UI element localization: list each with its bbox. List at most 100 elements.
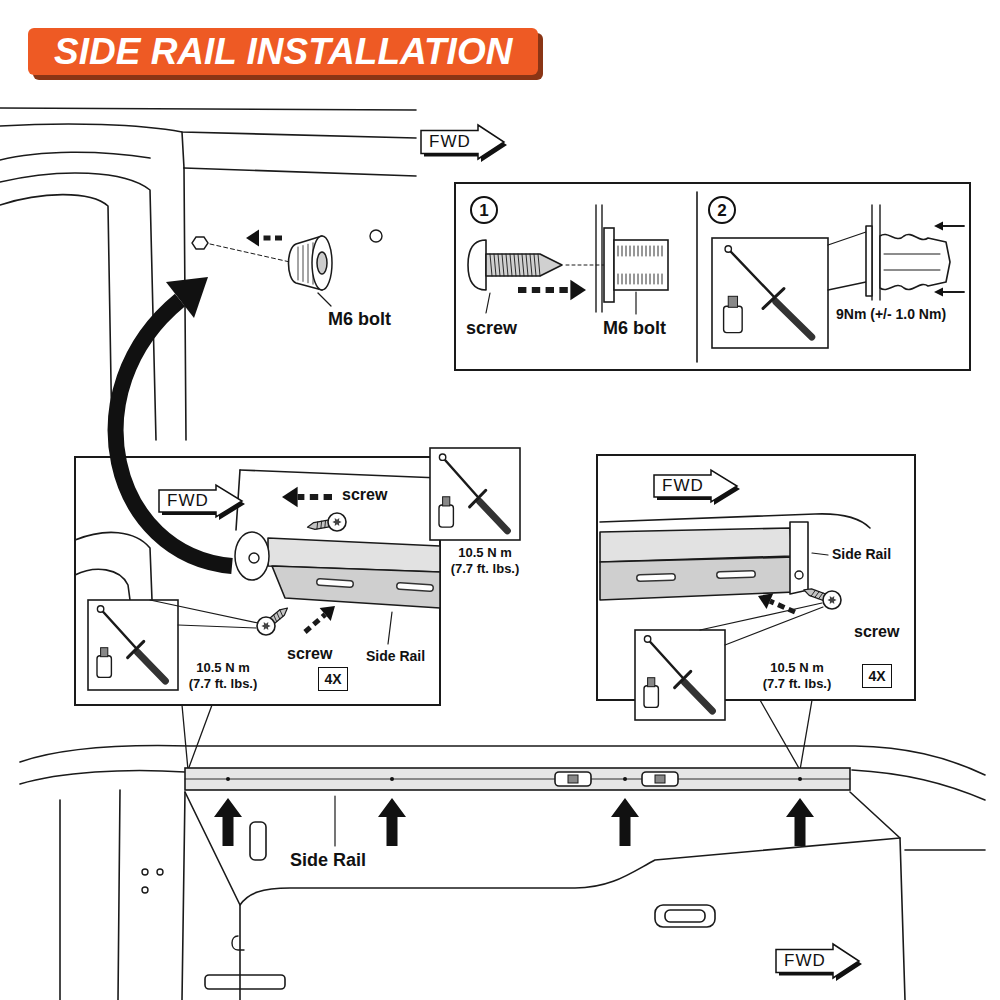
hole bbox=[142, 887, 148, 893]
torque-value: 9Nm (+/- 1.0 Nm) bbox=[836, 306, 946, 323]
part-label: Side Rail bbox=[832, 546, 891, 563]
bolt-thread bbox=[658, 274, 659, 284]
mounting-hole bbox=[192, 237, 208, 249]
torque-wrench-head bbox=[725, 246, 731, 252]
detail-frame bbox=[455, 183, 970, 370]
bolt-thread bbox=[634, 246, 635, 256]
zoom-line bbox=[150, 600, 258, 623]
rail-slot bbox=[640, 577, 672, 578]
socket-bit-tip bbox=[728, 296, 737, 307]
node-text: 1 bbox=[479, 202, 488, 219]
zoom-line bbox=[828, 282, 866, 290]
hook bbox=[232, 936, 244, 950]
line-art bbox=[0, 152, 150, 160]
screw-head bbox=[328, 513, 346, 531]
position-arrow bbox=[786, 798, 814, 846]
dashed-arrow bbox=[305, 615, 325, 632]
hole bbox=[390, 777, 394, 781]
zoom-line bbox=[828, 232, 866, 245]
screw-shank bbox=[486, 254, 562, 276]
direction-arrow: FWD bbox=[158, 484, 244, 518]
node-text: FWD bbox=[784, 943, 826, 979]
end-bracket bbox=[235, 532, 269, 580]
part-label: M6 bolt bbox=[603, 318, 666, 340]
title: SIDE RAIL INSTALLATION bbox=[54, 28, 512, 75]
step-number: 1 bbox=[470, 196, 498, 224]
screw-thread bbox=[815, 592, 819, 598]
direction-arrow: FWD bbox=[775, 943, 861, 979]
hole bbox=[623, 777, 627, 781]
rail-clip bbox=[568, 775, 578, 783]
line-art bbox=[184, 168, 416, 176]
bracket-hole bbox=[795, 571, 803, 579]
line-art bbox=[0, 108, 416, 110]
bolt-bore bbox=[884, 254, 940, 270]
bolt-thread bbox=[630, 274, 631, 284]
screw-thread bbox=[526, 254, 528, 276]
direction-arrow: FWD bbox=[420, 124, 506, 160]
part-label: screw bbox=[342, 485, 387, 504]
quantity-box: 4X bbox=[318, 667, 348, 691]
step-number: 2 bbox=[708, 196, 736, 224]
bolt-flange bbox=[866, 226, 872, 296]
crushed-well-nut bbox=[880, 234, 950, 289]
bolt-thread bbox=[650, 274, 651, 284]
line-art bbox=[240, 838, 900, 905]
node-text: 4X bbox=[868, 669, 885, 683]
torque-wrench-box bbox=[712, 238, 828, 348]
screw-thread bbox=[530, 254, 532, 276]
bolt-thread bbox=[626, 274, 627, 284]
zoom-line bbox=[700, 603, 822, 630]
side-rail-flange bbox=[272, 566, 440, 608]
direction-arrow: FWD bbox=[653, 469, 739, 503]
callout-line bbox=[800, 700, 812, 770]
rail-clip bbox=[642, 772, 678, 786]
force-arrow bbox=[943, 225, 964, 227]
screw-thread bbox=[538, 254, 540, 276]
line-art bbox=[0, 195, 112, 440]
bolt-thread bbox=[618, 246, 619, 256]
screw-thread bbox=[280, 610, 283, 617]
line-art bbox=[182, 132, 184, 168]
torque-wrench-grip bbox=[763, 289, 784, 309]
bolt-thread bbox=[662, 246, 663, 256]
force-arrow bbox=[943, 291, 964, 293]
callout-line bbox=[182, 705, 188, 770]
direction-arrow-outline bbox=[159, 485, 242, 517]
bolt-thread bbox=[662, 274, 663, 284]
torque-wrench-handle bbox=[685, 682, 713, 711]
part-label: Side Rail bbox=[290, 850, 366, 872]
part-label: Side Rail bbox=[366, 648, 425, 665]
well-nut-flange bbox=[312, 236, 332, 290]
divider bbox=[696, 192, 698, 362]
screw-head bbox=[257, 617, 275, 635]
line-art bbox=[0, 124, 416, 138]
rail-slot bbox=[320, 582, 350, 584]
screw-thread bbox=[534, 254, 536, 276]
position-arrow bbox=[214, 798, 242, 846]
rail-slot bbox=[400, 586, 430, 588]
torque-wrench-grip bbox=[128, 641, 144, 657]
rail-slot bbox=[720, 574, 752, 575]
leader-line bbox=[486, 293, 490, 313]
hole bbox=[798, 777, 802, 781]
rail-slot bbox=[320, 582, 350, 584]
dashed-arrow bbox=[298, 494, 332, 500]
socket-bit bbox=[724, 306, 743, 332]
screw-thread bbox=[514, 254, 516, 276]
bolt-thread bbox=[626, 246, 627, 256]
screw-thread bbox=[522, 254, 524, 276]
torque-wrench-head bbox=[644, 636, 650, 642]
screw-thread bbox=[506, 254, 508, 276]
torx-recess bbox=[261, 622, 270, 630]
well-nut-bore bbox=[317, 252, 327, 274]
socket-bit-tip bbox=[648, 678, 655, 687]
callout-line bbox=[760, 700, 800, 770]
well-nut-rib bbox=[303, 246, 304, 282]
torque-value: 10.5 N m (7.7 ft. lbs.) bbox=[448, 545, 522, 576]
line-art bbox=[240, 470, 440, 478]
line-art bbox=[0, 173, 156, 440]
hole bbox=[157, 869, 163, 875]
leader-line bbox=[388, 612, 392, 644]
rail-edge bbox=[185, 779, 850, 780]
